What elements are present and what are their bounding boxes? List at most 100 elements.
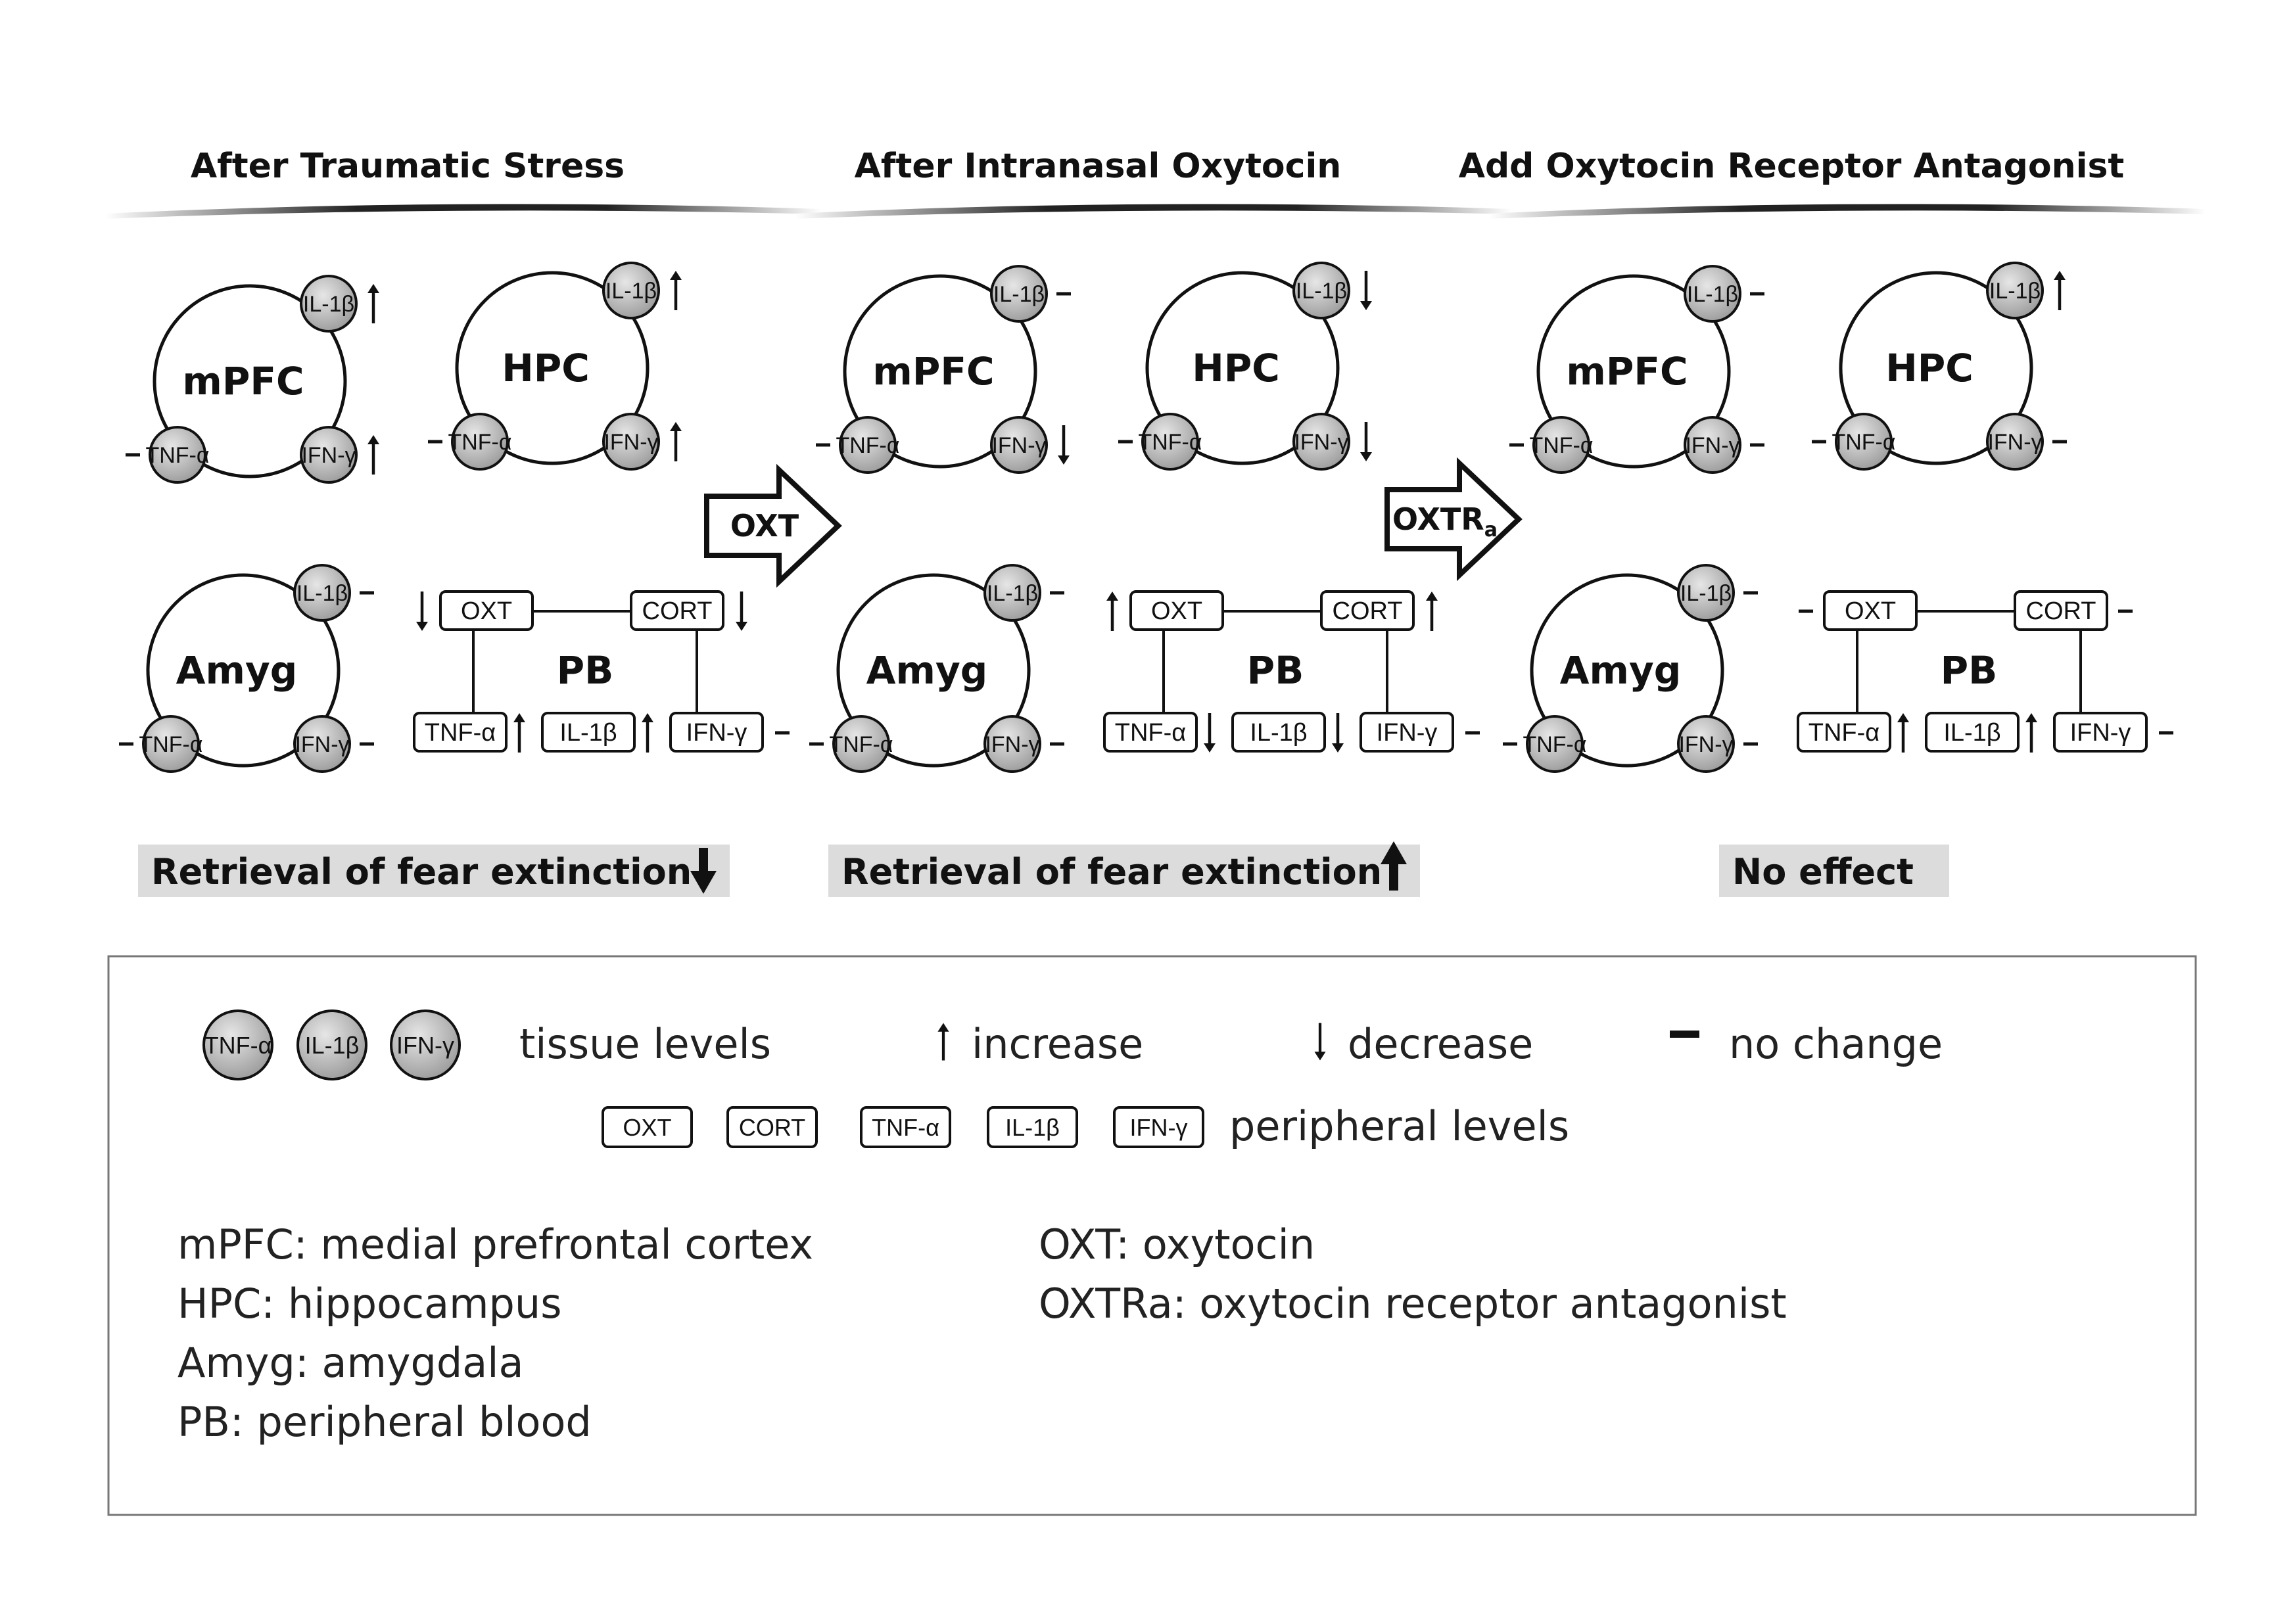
region-amyg-2-tnfa-node-circle bbox=[1526, 715, 1584, 773]
region-mpfc-0-tnfa-node-label: TNF-α bbox=[145, 443, 209, 468]
region-hpc-1-ifng-node-label: IFN-γ bbox=[1294, 430, 1348, 455]
region-hpc-1-tnfa-node: TNF-α bbox=[1138, 413, 1202, 471]
panel-title-rule-2 bbox=[1489, 204, 2206, 219]
pb-block-2-il1b-box-rect bbox=[1925, 712, 2020, 753]
region-mpfc-1-il1b-node: IL-1β bbox=[990, 265, 1048, 323]
region-amyg-0-il1b-node-label: IL-1β bbox=[296, 581, 348, 606]
legend-box-1-label: CORT bbox=[739, 1114, 805, 1141]
legend-box-2-rect bbox=[860, 1106, 951, 1148]
legend-box-2: TNF-α bbox=[860, 1106, 951, 1148]
pb-block-0-tnfa-box-label: TNF-α bbox=[425, 719, 496, 747]
legend-def-right-0: OXT: oxytocin bbox=[1039, 1220, 1315, 1268]
region-amyg-1-il1b-node-label: IL-1β bbox=[987, 581, 1038, 606]
legend-box-4-rect bbox=[1113, 1106, 1204, 1148]
legend-def-left-2: Amyg: amygdala bbox=[177, 1339, 523, 1387]
pb-block-2-oxt-box: OXT bbox=[1823, 590, 1918, 631]
legend-node-0: TNF-α bbox=[202, 1009, 273, 1080]
arrow-head bbox=[367, 435, 379, 444]
region-hpc-0-tnfa-node: TNF-α bbox=[448, 413, 512, 471]
pb-block-0-ifng-box: IFN-γ bbox=[669, 712, 764, 753]
pb-block-0-cort-down-arrow-icon bbox=[736, 592, 747, 631]
pb-block-0-il1b-box-label: IL-1β bbox=[559, 719, 617, 747]
pb-block-2-il1b-box-label: IL-1β bbox=[1943, 719, 2000, 747]
region-amyg-1-ifng-node-circle bbox=[983, 715, 1041, 773]
legend-tissue-levels: tissue levels bbox=[519, 1020, 771, 1068]
region-mpfc-1-tnfa-node: TNF-α bbox=[836, 416, 900, 474]
region-mpfc-0-tnfa-node: TNF-α bbox=[145, 426, 210, 484]
panel-title-rule-1 bbox=[795, 204, 1512, 219]
transition-arrow-shape-1 bbox=[1384, 457, 1523, 582]
region-mpfc-0-il1b-up-arrow-icon bbox=[367, 284, 379, 323]
region-mpfc-1-ifng-node-circle bbox=[990, 416, 1048, 474]
pb-block-1-il1b-box: IL-1β bbox=[1231, 712, 1326, 753]
arrow-head bbox=[1897, 713, 1909, 722]
legend-increase-up-arrow-icon bbox=[937, 1023, 949, 1061]
arrow-head bbox=[1426, 592, 1438, 601]
region-mpfc-0-ifng-up-arrow-icon bbox=[367, 435, 379, 475]
legend-box-0: OXT bbox=[602, 1106, 693, 1148]
region-mpfc-0-ifng-node-label: IFN-γ bbox=[301, 443, 356, 468]
region-hpc-1-il1b-node-circle bbox=[1292, 262, 1350, 319]
region-hpc-0-tnfa-node-label: TNF-α bbox=[448, 430, 511, 455]
legend-node-1: IL-1β bbox=[296, 1009, 367, 1080]
outcome-arrow-head bbox=[690, 871, 717, 894]
region-mpfc-2-ifng-node: IFN-γ bbox=[1684, 416, 1741, 474]
pb-block-1-tnfa-box-rect bbox=[1103, 712, 1198, 753]
legend-increase-text: increase bbox=[972, 1020, 1143, 1068]
region-mpfc-0-name: mPFC bbox=[182, 359, 304, 404]
region-hpc-0-il1b-node-circle bbox=[602, 262, 660, 319]
legend-node-2: IFN-γ bbox=[390, 1009, 461, 1080]
region-hpc-2-tnfa-node-circle bbox=[1835, 413, 1893, 471]
pb-block-2-il1b-box: IL-1β bbox=[1925, 712, 2020, 753]
pb-block-2-cort-box-rect bbox=[2014, 590, 2108, 631]
legend-box-4-label: IFN-γ bbox=[1130, 1114, 1188, 1141]
arrow-head bbox=[1204, 743, 1216, 753]
region-amyg-1-ifng-node: IFN-γ bbox=[983, 715, 1041, 773]
region-hpc-1-ifng-node-circle bbox=[1292, 413, 1350, 471]
pb-block-2-tnfa-box: TNF-α bbox=[1797, 712, 1891, 753]
arrow-head bbox=[416, 622, 428, 631]
outcome-arrow-shaft bbox=[1389, 861, 1398, 891]
region-hpc-2-il1b-up-arrow-icon bbox=[2054, 271, 2066, 310]
region-hpc-2-ifng-node-circle bbox=[1986, 413, 2044, 471]
region-mpfc-0-outline bbox=[153, 284, 347, 478]
pb-block-1-ifng-box: IFN-γ bbox=[1359, 712, 1454, 753]
legend-def-right-1: OXTRa: oxytocin receptor antagonist bbox=[1039, 1280, 1787, 1328]
pb-block-2-tnfa-box-rect bbox=[1797, 712, 1891, 753]
pb-block-2-ifng-box-label: IFN-γ bbox=[2070, 719, 2131, 747]
outcome-up-arrow-icon bbox=[1381, 841, 1407, 891]
region-amyg-2-outline bbox=[1530, 573, 1724, 768]
pb-block-0-label: PB bbox=[557, 648, 614, 693]
pb-block-2-ifng-box-rect bbox=[2053, 712, 2148, 753]
pb-block-2-il1b-up-arrow-icon bbox=[2025, 713, 2037, 753]
region-hpc-2-tnfa-node: TNF-α bbox=[1832, 413, 1896, 471]
region-amyg-2-il1b-node: IL-1β bbox=[1677, 564, 1735, 622]
legend-node-label-1: IL-1β bbox=[305, 1032, 360, 1059]
legend-box-0-label: OXT bbox=[623, 1114, 671, 1141]
legend-box-1: CORT bbox=[726, 1106, 818, 1148]
transition-arrow-shape-0 bbox=[704, 463, 842, 588]
legend-box-1-rect bbox=[726, 1106, 818, 1148]
region-mpfc-1-name: mPFC bbox=[872, 349, 994, 394]
pb-block-1-il1b-box-rect bbox=[1231, 712, 1326, 753]
pb-block-0-oxt-box-rect bbox=[439, 590, 534, 631]
pb-block-1-oxt-box-rect bbox=[1129, 590, 1224, 631]
legend-def-left-3: PB: peripheral blood bbox=[177, 1398, 592, 1446]
region-mpfc-2-tnfa-node-label: TNF-α bbox=[1529, 433, 1593, 458]
region-mpfc-1-ifng-node-label: IFN-γ bbox=[991, 433, 1046, 458]
legend-node-circle-1 bbox=[296, 1009, 367, 1080]
region-hpc-2-ifng-node-label: IFN-γ bbox=[1987, 430, 2042, 455]
region-hpc-0-ifng-up-arrow-icon bbox=[670, 422, 682, 461]
region-mpfc-2-ifng-node-label: IFN-γ bbox=[1685, 433, 1739, 458]
legend-decrease-down-arrow-icon bbox=[1314, 1023, 1326, 1061]
outcome-bg-2 bbox=[1719, 845, 1949, 897]
outcome-text-1: Retrieval of fear extinction bbox=[841, 851, 1382, 893]
